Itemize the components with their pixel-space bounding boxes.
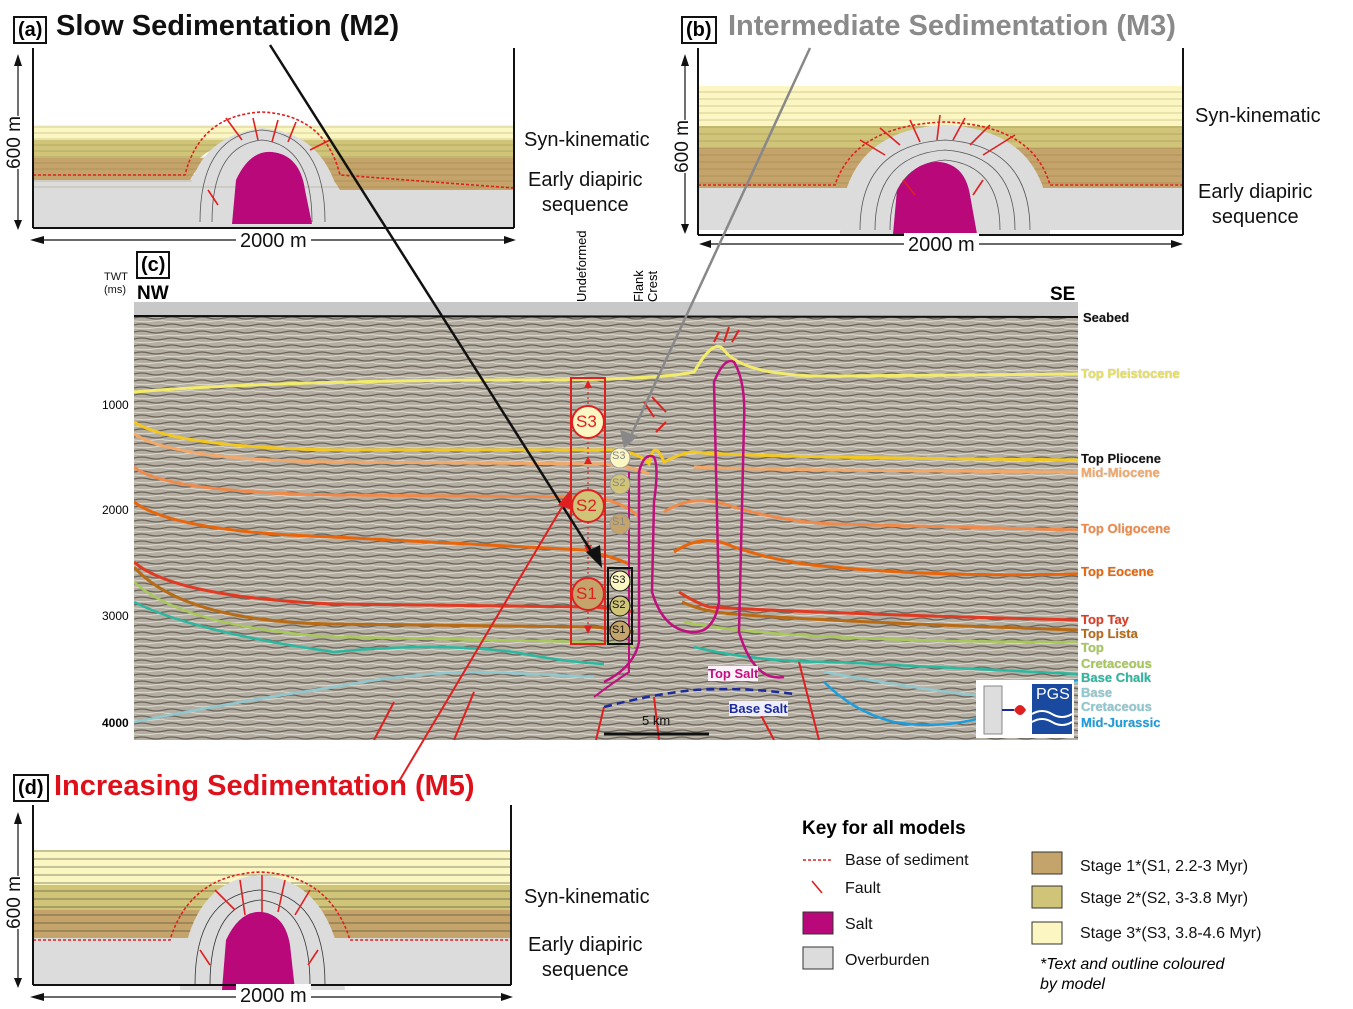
panel-d-syn-label: Syn-kinematic — [524, 886, 650, 908]
panel-d-height-label: 600 m — [1, 876, 27, 929]
key-item-salt: Salt — [845, 916, 873, 933]
depth-tick-1000: 1000 — [102, 398, 129, 412]
horizon-label-top-oligocene: Top Oligocene — [1081, 521, 1171, 536]
top-salt-label: Top Salt — [708, 666, 759, 681]
panel-d-width-label: 2000 m — [236, 984, 311, 1009]
stage1-swatch-icon — [1031, 851, 1063, 875]
fault-line-icon — [811, 880, 823, 894]
stage-swatches — [1031, 851, 1063, 945]
key-stage-1: Stage 1*(S1, 2.2-3 Myr) — [1080, 858, 1249, 875]
stage-label-s1-large: S1 — [576, 584, 597, 603]
key-footnote: *Text and outline coloured by model — [1040, 956, 1225, 993]
stage-label-s3-large: S3 — [576, 412, 597, 431]
key-stage-2: Stage 2*(S2, 3-3.8 Myr) — [1080, 890, 1249, 907]
stage-label-s3-m3: S3 — [612, 450, 626, 462]
horizon-label-base-cretaceous-1: Base — [1081, 685, 1113, 700]
pgs-logo-text: PGS — [1036, 686, 1070, 703]
panel-a-title: Slow Sedimentation (M2) — [56, 10, 400, 42]
twt-label: TWT (ms) — [104, 271, 128, 296]
salt-swatch-icon — [802, 911, 834, 935]
horizon-label-top-pliocene: Top Pliocene — [1081, 451, 1161, 466]
stage-label-s2-m3: S2 — [612, 477, 626, 489]
overburden-swatch-icon — [802, 946, 834, 970]
key-stage-3: Stage 3*(S3, 3.8-4.6 Myr) — [1080, 925, 1262, 942]
horizon-label-mid-miocene: Mid-Miocene — [1081, 465, 1160, 480]
horizon-label-seabed: Seabed — [1083, 310, 1130, 325]
horizon-label-top-pleistocene: Top Pleistocene — [1081, 366, 1180, 381]
stage3-swatch-icon — [1031, 921, 1063, 945]
horizon-label-top-lista: Top Lista — [1081, 626, 1138, 641]
stage-label-s1-m3: S1 — [612, 516, 626, 528]
panel-b-model — [681, 48, 1184, 248]
key-item-overburden: Overburden — [845, 952, 930, 969]
horizon-label-top-tay: Top Tay — [1081, 612, 1129, 627]
depth-tick-4000: 4000 — [102, 716, 129, 730]
panel-b-early-label: Early diapiric sequence — [1198, 181, 1313, 228]
depth-tick-2000: 2000 — [102, 503, 129, 517]
depth-tick-3000: 3000 — [102, 609, 129, 623]
pgs-logo: PGS — [976, 680, 1074, 738]
stage-label-s2-large: S2 — [576, 496, 597, 515]
panel-d-letter: (d) — [13, 774, 49, 802]
ai-wavelet-icon — [983, 684, 1073, 735]
horizon-label-top-cretaceous-1: Top — [1081, 640, 1104, 655]
horizon-label-top-eocene: Top Eocene — [1081, 564, 1154, 579]
panel-d-model — [14, 805, 513, 1001]
panel-c-letter: (c) — [136, 251, 171, 279]
nw-label: NW — [137, 283, 169, 304]
panel-b-letter: (b) — [681, 16, 717, 44]
key-item-base-of-sediment: Base of sediment — [845, 852, 969, 869]
key-item-fault: Fault — [845, 880, 881, 897]
stage-columns — [570, 377, 633, 645]
stage-label-s1-m2: S1 — [612, 624, 626, 636]
stage2-swatch-icon — [1031, 885, 1063, 909]
panel-a-early-label: Early diapiric sequence — [528, 169, 643, 216]
horizon-label-base-chalk: Base Chalk — [1081, 670, 1152, 685]
panel-d-title: Increasing Sedimentation (M5) — [54, 770, 475, 802]
base-salt-label: Base Salt — [729, 701, 788, 716]
horizon-label-mid-jurassic: Mid-Jurassic — [1081, 715, 1161, 730]
panel-a-syn-label: Syn-kinematic — [524, 129, 650, 151]
panel-d-early-label: Early diapiric sequence — [528, 934, 643, 981]
key-icons — [802, 859, 834, 970]
panel-a-letter: (a) — [13, 16, 48, 44]
horizon-label-top-cretaceous-2: Cretaceous — [1081, 656, 1152, 671]
panel-b-title: Intermediate Sedimentation (M3) — [728, 10, 1176, 42]
stage-label-s2-m2: S2 — [612, 599, 626, 611]
stage-label-s3-m2: S3 — [612, 574, 626, 586]
panel-b-syn-label: Syn-kinematic — [1195, 105, 1321, 127]
panel-b-width-label: 2000 m — [904, 233, 979, 258]
panel-a-model — [14, 48, 516, 244]
horizon-label-base-cretaceous-2: Cretaceous — [1081, 699, 1152, 714]
panel-a-width-label: 2000 m — [236, 229, 311, 254]
key-title: Key for all models — [802, 818, 966, 839]
scale-label: 5 km — [642, 713, 671, 728]
se-label: SE — [1050, 284, 1076, 305]
